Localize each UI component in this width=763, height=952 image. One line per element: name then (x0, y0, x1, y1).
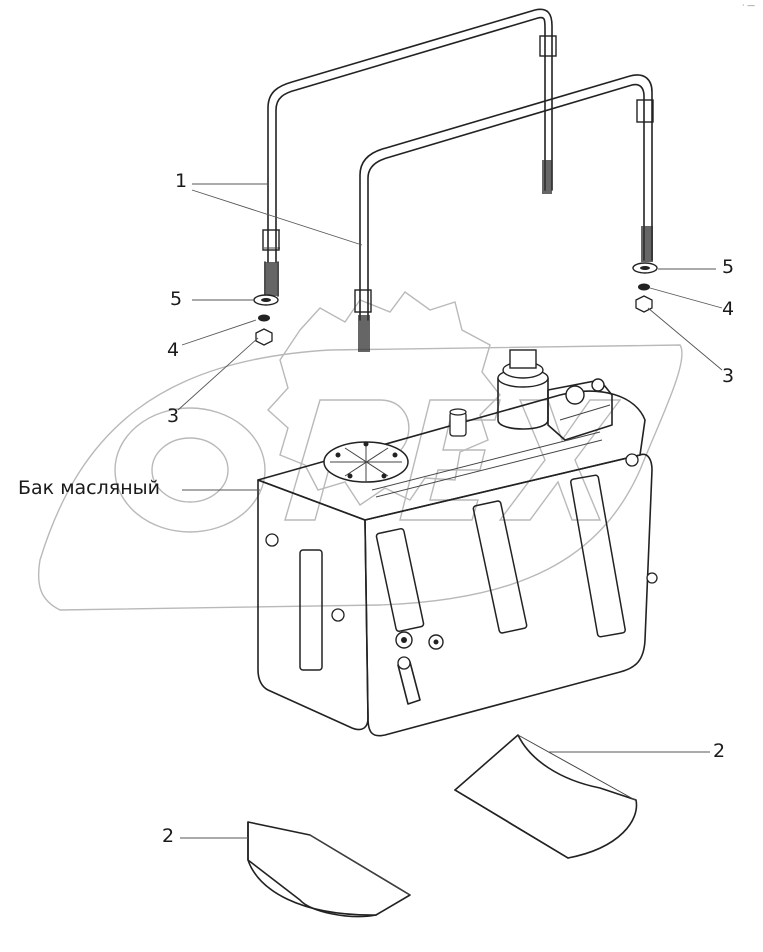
pipe-fitting (547, 378, 613, 441)
side-slot (299, 549, 323, 671)
callout-2-left: 2 (162, 825, 175, 847)
watermark-letter-x (498, 399, 622, 521)
nut-left (255, 328, 273, 346)
lock-washer-right (638, 283, 650, 291)
u-bolt-front (354, 74, 654, 352)
watermark-gear (267, 291, 501, 506)
washer-left (253, 294, 279, 306)
callout-oil-tank: Бак масляный (18, 477, 160, 499)
cradle-pad-right (454, 734, 638, 859)
callout-5-left: 5 (170, 288, 183, 310)
drain-valves (395, 631, 444, 705)
callout-3-right: 3 (722, 365, 735, 387)
callout-4-right: 4 (722, 298, 735, 320)
filler-cap (497, 349, 549, 430)
callout-1: 1 (175, 170, 188, 192)
breather (449, 408, 467, 437)
callout-2-right: 2 (713, 740, 726, 762)
callout-3-left: 3 (167, 405, 180, 427)
callout-5-right: 5 (722, 256, 735, 278)
sight-slot-2 (472, 500, 528, 634)
u-bolt-rear (262, 8, 557, 297)
leader-lines (177, 183, 723, 839)
round-flange (323, 441, 409, 483)
callout-4-left: 4 (167, 339, 180, 361)
lock-washer-left (258, 314, 270, 322)
washer-right (632, 262, 658, 274)
watermark-letter-e (399, 399, 501, 521)
sight-slot-1 (375, 527, 425, 633)
sight-slot-3 (570, 474, 626, 638)
watermark-swoosh (37, 344, 683, 611)
watermark-letter-o-inner (151, 437, 229, 503)
oil-tank (257, 349, 658, 737)
corner-mark: · — (742, 1, 756, 10)
cradle-pad-left (247, 821, 411, 918)
watermark-letter-o (114, 407, 266, 533)
